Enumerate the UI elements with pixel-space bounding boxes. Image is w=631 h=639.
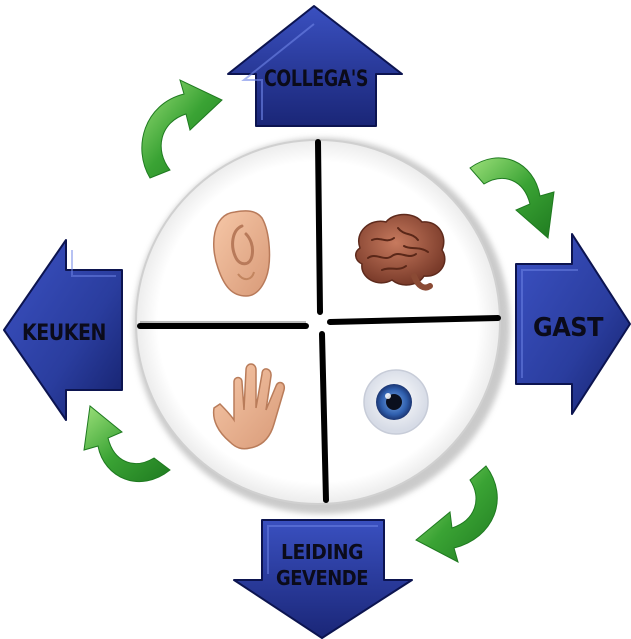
eye-icon <box>364 370 428 434</box>
cycle-arrow-top-right <box>470 158 554 238</box>
arrow-leiding-label: LEIDING <box>281 540 363 564</box>
arrow-gevende-label: GEVENDE <box>276 566 368 590</box>
arrow-gast-label: GAST <box>533 313 604 343</box>
cycle-arrow-bottom-left <box>84 406 170 482</box>
arrow-keuken-label: KEUKEN <box>22 321 106 346</box>
arrow-gast: GAST <box>516 234 630 414</box>
cycle-arrow-top-left <box>142 80 222 178</box>
arrow-collegas-label: COLLEGA'S <box>264 67 368 92</box>
arrow-collegas: COLLEGA'S <box>228 6 402 126</box>
arrow-leiding-gevende: LEIDING GEVENDE <box>234 520 412 638</box>
arrow-keuken: KEUKEN <box>4 240 122 420</box>
